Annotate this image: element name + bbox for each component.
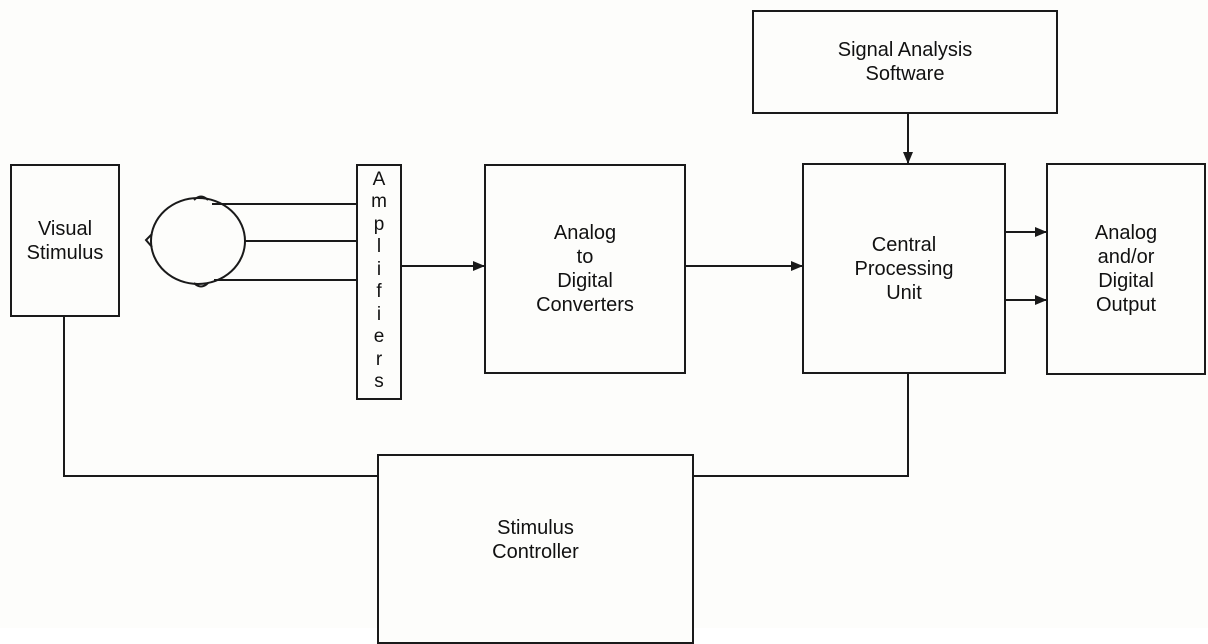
amplifiers-letter: p	[374, 215, 385, 235]
amplifiers-letter: e	[374, 327, 385, 347]
controller-label-1: Stimulus	[497, 516, 574, 540]
output-label-2: and/or	[1098, 245, 1155, 269]
output-box: Analog and/or Digital Output	[1046, 163, 1206, 375]
cpu-label-1: Central	[872, 233, 936, 257]
adc-box: Analog to Digital Converters	[484, 164, 686, 374]
line-stimulus-to-controller	[64, 316, 377, 476]
adc-label-2: to	[577, 245, 594, 269]
amplifiers-letter: A	[373, 170, 386, 190]
cpu-box: Central Processing Unit	[802, 163, 1006, 374]
amplifiers-letter: m	[371, 192, 387, 212]
amplifiers-letter: l	[377, 237, 381, 257]
amplifiers-letter: r	[376, 350, 382, 370]
amplifiers-letter: s	[374, 372, 384, 392]
signal-analysis-software-box: Signal Analysis Software	[752, 10, 1058, 114]
amplifiers-letter: i	[377, 305, 381, 325]
adc-label-1: Analog	[554, 221, 616, 245]
line-cpu-to-controller	[694, 374, 908, 476]
stimulus-controller-box: Stimulus Controller	[377, 454, 694, 644]
output-label-4: Output	[1096, 293, 1156, 317]
output-label-3: Digital	[1098, 269, 1154, 293]
visual-stimulus-box: Visual Stimulus	[10, 164, 120, 317]
output-label-1: Analog	[1095, 221, 1157, 245]
visual-stimulus-label-1: Visual	[38, 217, 92, 241]
software-label-1: Signal Analysis	[838, 38, 973, 62]
head-icon	[146, 197, 245, 287]
amplifiers-letter: f	[376, 282, 381, 302]
cpu-label-3: Unit	[886, 281, 922, 305]
controller-label-2: Controller	[492, 540, 579, 564]
software-label-2: Software	[866, 62, 945, 86]
visual-stimulus-label-2: Stimulus	[27, 241, 104, 265]
adc-label-4: Converters	[536, 293, 634, 317]
adc-label-3: Digital	[557, 269, 613, 293]
amplifiers-letter: i	[377, 260, 381, 280]
cpu-label-2: Processing	[855, 257, 954, 281]
